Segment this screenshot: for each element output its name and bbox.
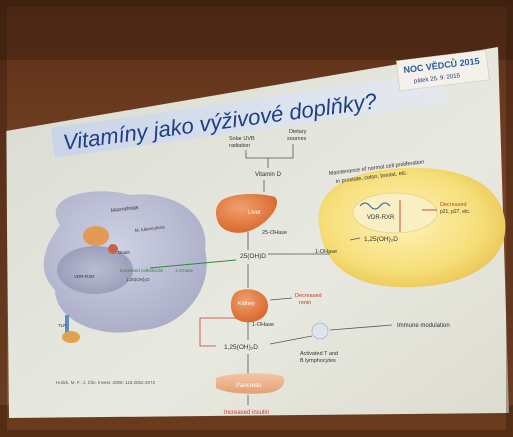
- flow-to-macrophage: [149, 259, 237, 269]
- flow-to-lymphocyte: [269, 335, 313, 345]
- label-macrophage: Macrophage: [111, 205, 140, 214]
- label-kidney: Kidney: [238, 301, 255, 307]
- label-vdr-rxr-left: VDR-RXR: [74, 274, 95, 279]
- flow-to-immune: [329, 324, 393, 331]
- label-solar-uvb: Solar UVB: [229, 136, 255, 142]
- label-ohd-kidney: 1,25(OH)₂D: [224, 344, 258, 351]
- title-band: [51, 72, 446, 158]
- label-vdr-rxr: VDR-RXR: [367, 215, 395, 221]
- flow-ohase-right: [349, 237, 361, 241]
- label-dietary: Dietary: [289, 129, 307, 135]
- label-m-tuberculosis: M. tuberculosis: [135, 224, 166, 233]
- label-ohase-kidney: 1-OHase: [252, 322, 274, 328]
- label-pancreas: Pancreas: [236, 383, 261, 389]
- vesicle-orange: [83, 226, 109, 246]
- macrophage-nucleus: [57, 246, 133, 294]
- label-activated-2: B lymphocytes: [300, 358, 336, 364]
- tlr-receptor-icon: [65, 315, 69, 333]
- pancreas-organ: [216, 373, 285, 394]
- label-ohd-left: 1,25(OH)₂D: [126, 277, 150, 282]
- badge-date: pátek 25. 9. 2015: [414, 73, 461, 85]
- label-increased-insulin: Increased insulin: [224, 410, 269, 416]
- citation: Holick, M. F., J. Clin. Invest. 2006; 11…: [56, 380, 155, 385]
- feedback-loop: [199, 317, 236, 347]
- label-activated-1: Activated T and: [300, 351, 338, 357]
- label-decreased-renin-2: renin: [299, 300, 311, 306]
- label-ohase-left: 1-OHase: [175, 268, 194, 273]
- tlr-ligand-icon: [62, 331, 80, 343]
- label-ohase-25: 25-OHase: [262, 230, 287, 236]
- label-p21-p27: p21, p27, etc.: [440, 209, 470, 215]
- label-increased-cathelicidin: Increased cathelicidin: [120, 268, 164, 273]
- label-ohase-right: 1-OHase: [315, 249, 337, 255]
- label-decreased: Decreased: [440, 202, 467, 208]
- kidney-organ: [230, 289, 268, 323]
- label-radiation: radiation: [229, 143, 250, 149]
- event-badge: NOC VĚDCŮ 2015 pátek 25. 9. 2015: [396, 49, 490, 91]
- sources-connector: [245, 144, 294, 159]
- flow-to-renin: [269, 297, 293, 301]
- label-sources: sources: [287, 136, 307, 142]
- label-immune-modulation: Immune modulation: [397, 323, 450, 329]
- label-decreased-renin-1: Decreased: [295, 293, 322, 299]
- label-ohd-right: 1,25(OH)₂D: [364, 236, 398, 243]
- label-tlr: TLR: [58, 323, 67, 328]
- lymphocyte-icon: [311, 322, 329, 340]
- label-liver: Liver: [248, 210, 261, 216]
- label-vitamin-d: Vitamin D: [255, 172, 282, 178]
- ceiling-shadow: [0, 0, 513, 60]
- label-ohd-25: 25(OH)D: [240, 253, 266, 260]
- bacterium-icon: [108, 244, 118, 254]
- liver-organ: [215, 193, 278, 233]
- label-death: Death: [118, 250, 131, 255]
- dna-icon: [359, 202, 391, 210]
- target-nucleus: [352, 192, 438, 234]
